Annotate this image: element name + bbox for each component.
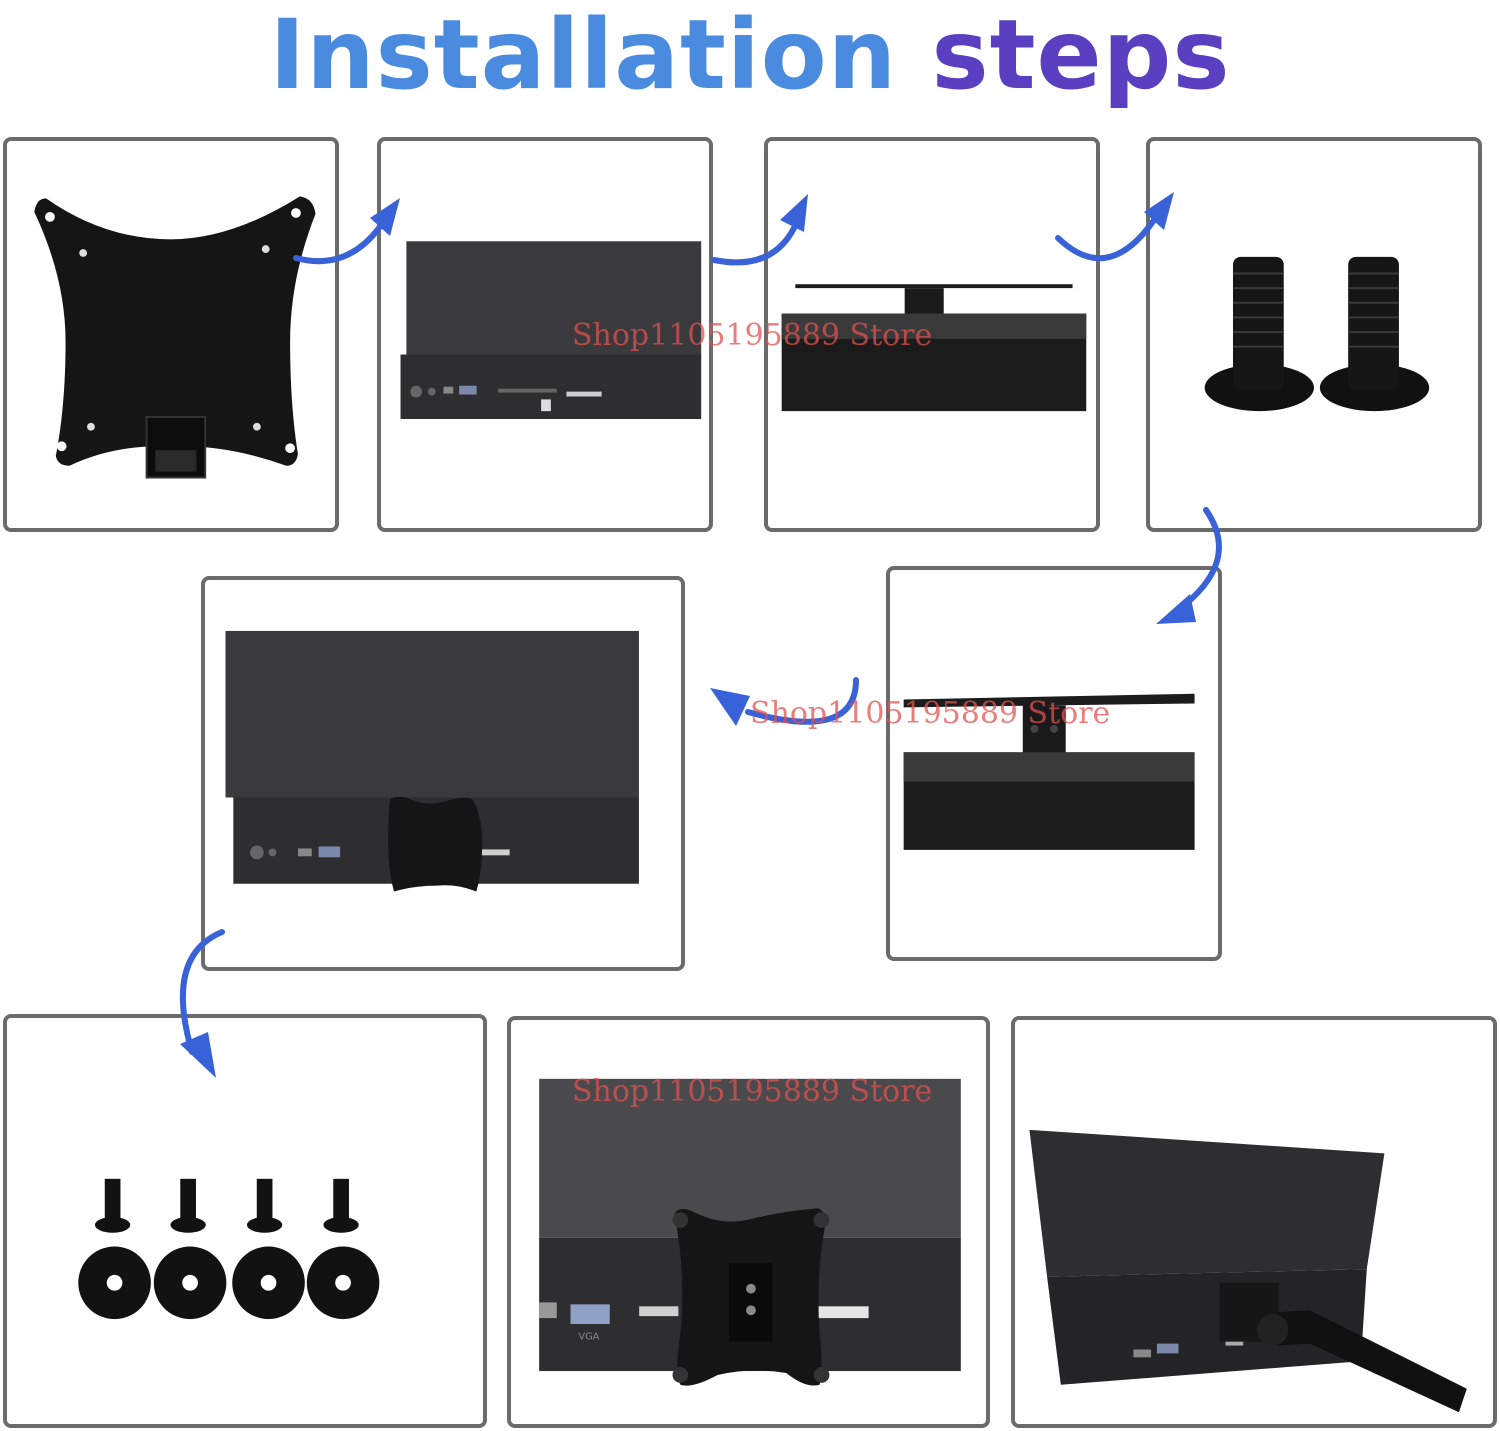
step-8-plate-closeup: VGA [507,1016,990,1428]
step-6-monitor-with-plate [201,576,685,971]
step-5-bracket-screws [886,566,1222,961]
watermark-bottom: Shop1105195889 Store [572,1074,933,1109]
arrow-step-4-to-5 [1156,507,1222,624]
page-title: Installation steps [0,0,1500,110]
plate-closeup-image: VGA [539,1078,961,1386]
step-4-screws [1146,137,1482,532]
screws-washers-image [78,1178,380,1320]
monitor-back-image [400,241,702,419]
screws-image [1204,256,1430,412]
step-7-screws-washers [3,1014,487,1428]
watermark-middle: Shop1105195889 Store [750,696,1111,731]
title-word-installation: Installation [269,0,898,111]
step-9-monitor-on-arm [1011,1016,1497,1428]
vga-port-label: VGA [578,1332,599,1343]
monitor-on-arm-image [1029,1129,1467,1413]
monitor-with-plate-image [225,630,639,892]
arrow-step-1-to-2 [293,198,400,265]
watermark-top: Shop1105195889 Store [572,318,933,353]
arrow-step-5-to-6 [710,677,859,726]
step-3-bracket-side [764,137,1100,532]
arrow-step-2-to-3 [711,194,808,266]
vesa-plate-image [34,196,316,479]
step-1-vesa-plate [3,137,339,532]
title-word-steps: steps [931,0,1231,111]
arrow-step-6-to-7 [179,929,225,1078]
step-2-monitor-back [377,137,713,532]
arrow-step-3-to-4 [1055,192,1174,262]
bracket-screws-image [903,693,1195,850]
bracket-side-image [781,284,1087,412]
